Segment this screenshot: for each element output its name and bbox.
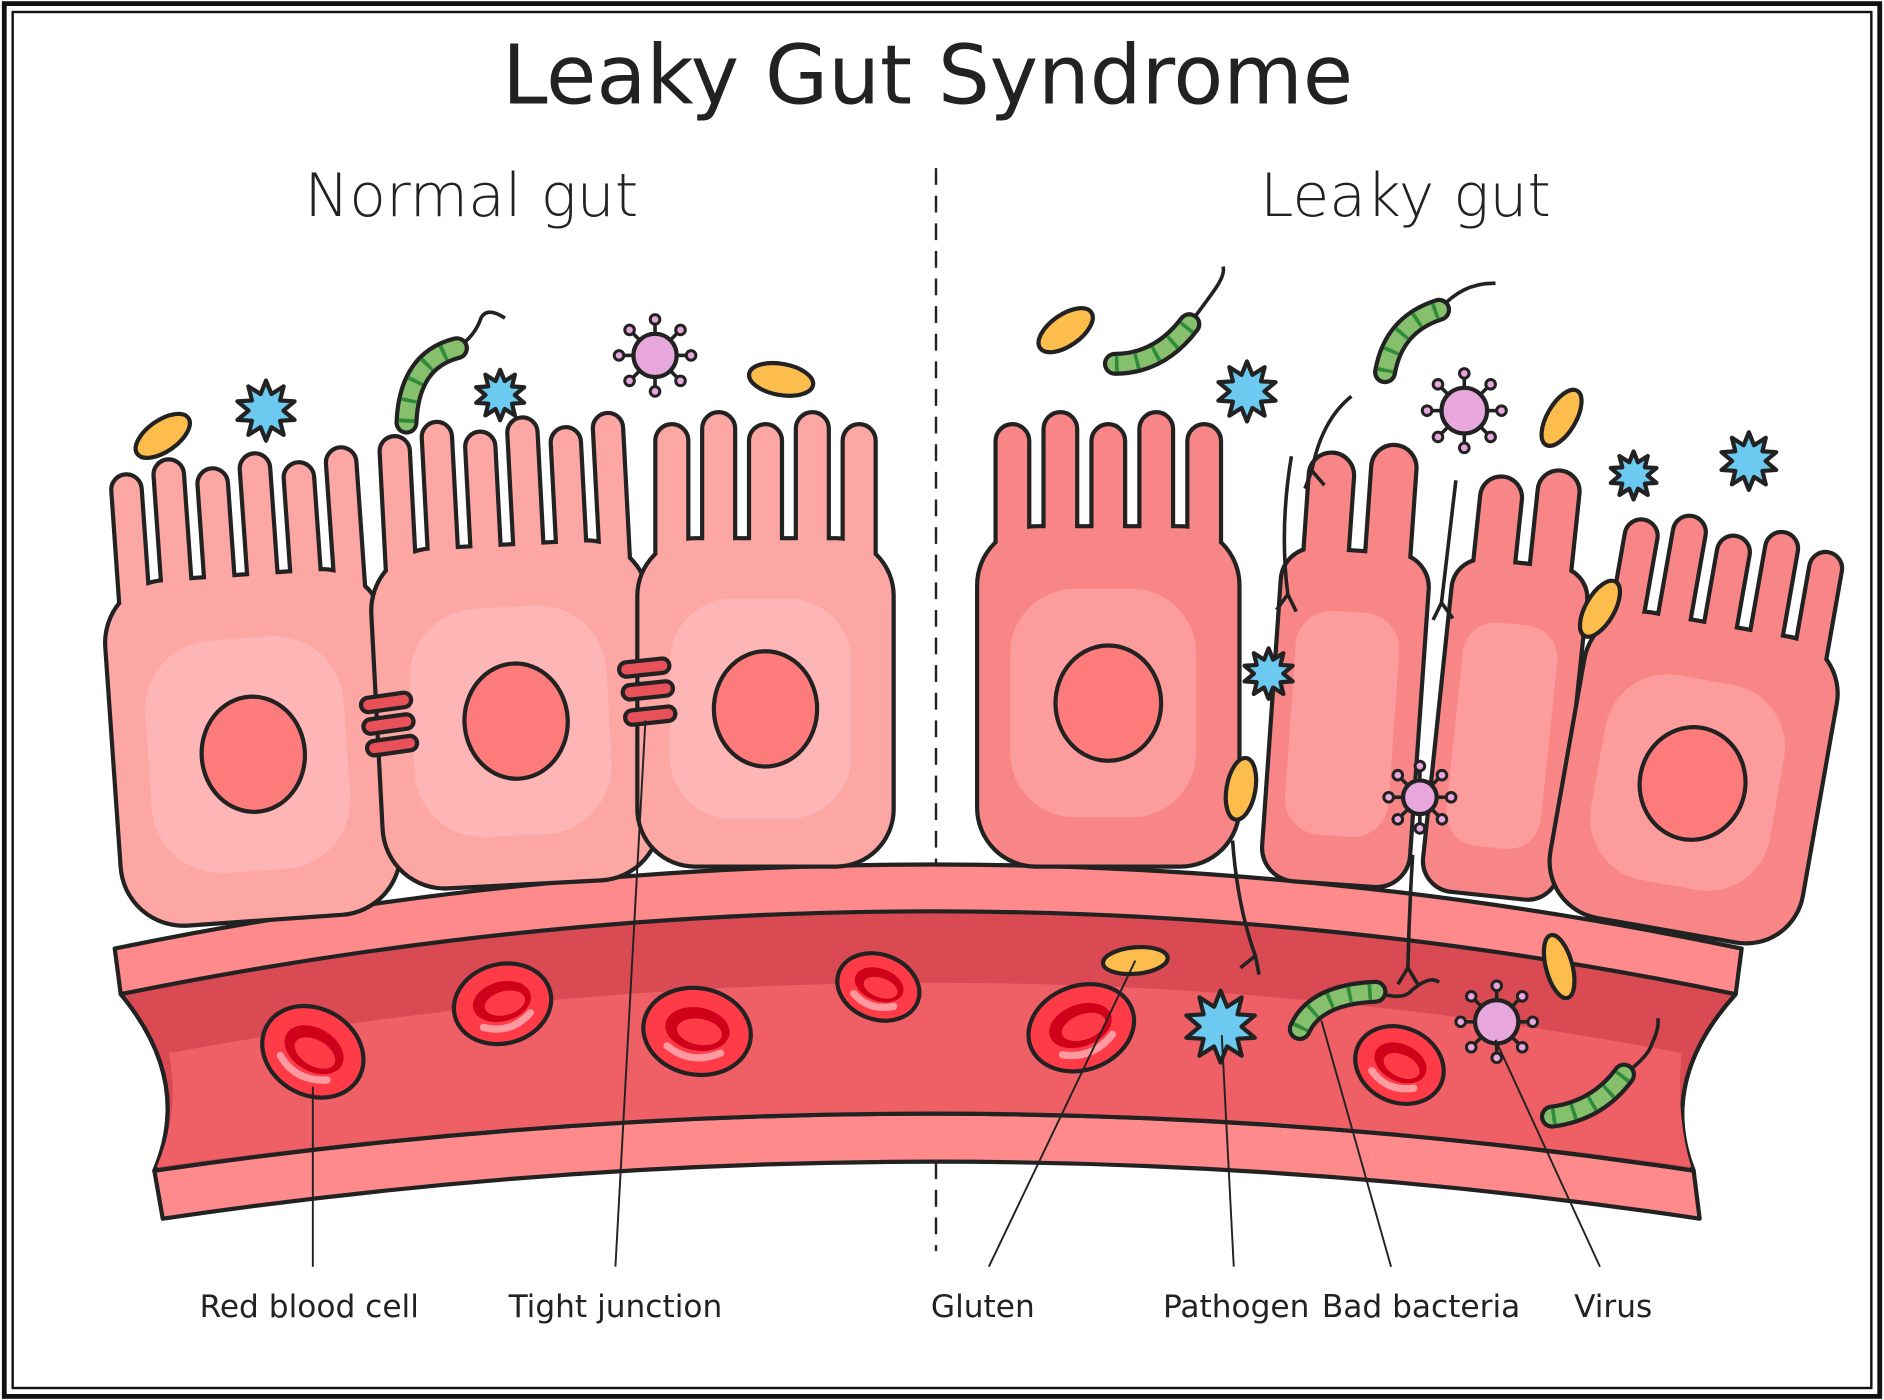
red-blood-cell-icon bbox=[835, 951, 922, 1023]
cell-cytoplasm bbox=[1284, 610, 1400, 837]
bacteria-icon bbox=[1373, 281, 1496, 385]
label-pathogen: Pathogen bbox=[1163, 1289, 1309, 1325]
tight-junction bbox=[358, 690, 414, 715]
pathogen-icon bbox=[1242, 646, 1295, 701]
gluten-icon bbox=[1577, 578, 1623, 639]
red-blood-cell-icon bbox=[451, 961, 554, 1047]
cell-nucleus bbox=[199, 694, 308, 814]
pathogen-icon bbox=[1608, 449, 1659, 502]
label-tight-junction: Tight junction bbox=[508, 1289, 723, 1325]
gluten-icon bbox=[1036, 306, 1095, 355]
leader-line-virus bbox=[1494, 1039, 1601, 1268]
red-blood-cell-icon bbox=[260, 1003, 366, 1100]
normal-cell-1 bbox=[103, 445, 403, 928]
diagram-title: Leaky Gut Syndrome bbox=[502, 28, 1353, 123]
gluten-icon bbox=[133, 411, 192, 460]
section-title-normal-gut: Normal gut bbox=[304, 161, 638, 231]
tight-junction bbox=[620, 679, 676, 702]
cell-nucleus bbox=[711, 649, 820, 769]
epithelial-cells bbox=[103, 410, 1845, 946]
arrow-icon bbox=[1230, 840, 1261, 975]
cell-cytoplasm bbox=[1446, 622, 1558, 850]
leader-lines bbox=[311, 720, 1601, 1268]
virus-icon bbox=[1382, 759, 1458, 835]
tight-junction bbox=[364, 733, 420, 758]
label-red-blood-cell: Red blood cell bbox=[200, 1289, 419, 1325]
arrow-icon bbox=[1275, 455, 1298, 613]
normal-cell-2 bbox=[369, 410, 663, 891]
leader-line-bad-bacteria bbox=[1320, 1020, 1392, 1267]
leaky-cell-1 bbox=[975, 410, 1242, 869]
leader-line-gluten bbox=[987, 960, 1137, 1268]
label-gluten: Gluten bbox=[931, 1289, 1035, 1325]
red-blood-cell-icon bbox=[1026, 982, 1137, 1074]
leaky-cell-3 bbox=[1420, 468, 1590, 902]
bacteria-icon bbox=[1539, 1017, 1660, 1129]
pathogen-icon bbox=[1184, 988, 1257, 1065]
red-blood-cell-icon bbox=[641, 985, 753, 1078]
cell-nucleus bbox=[462, 661, 570, 781]
pathogen-icon bbox=[474, 367, 527, 423]
gluten-icon bbox=[1541, 932, 1577, 1001]
leak-arrows bbox=[1230, 394, 1458, 986]
tight-junction bbox=[361, 712, 416, 736]
arrow-icon bbox=[1396, 854, 1420, 986]
arrow-icon bbox=[1431, 480, 1458, 621]
leaky-cell-4 bbox=[1547, 513, 1845, 946]
particles bbox=[133, 265, 1779, 1129]
arrow-icon bbox=[1303, 394, 1353, 490]
virus-icon bbox=[612, 313, 698, 398]
section-title-leaky-gut: Leaky gut bbox=[1260, 161, 1551, 231]
cell-nucleus bbox=[1637, 725, 1748, 842]
cell-nucleus bbox=[1053, 643, 1164, 763]
pathogen-icon bbox=[235, 378, 297, 443]
virus-icon bbox=[1420, 367, 1508, 455]
tight-junction bbox=[623, 704, 678, 727]
gluten-icon bbox=[1223, 755, 1259, 822]
label-virus: Virus bbox=[1574, 1289, 1652, 1325]
pathogen-icon bbox=[1216, 359, 1278, 424]
gluten-icon bbox=[746, 360, 816, 398]
bacteria-icon bbox=[1287, 978, 1441, 1041]
pathogen-icon bbox=[1719, 430, 1779, 492]
red-blood-cell-icon bbox=[1353, 1024, 1446, 1106]
tight-junction bbox=[617, 656, 672, 679]
vessel-inner-edge bbox=[152, 1111, 1696, 1173]
labels: Red blood cell Tight junction Gluten Pat… bbox=[200, 1289, 1653, 1325]
virus-icon bbox=[1454, 979, 1540, 1065]
label-bad-bacteria: Bad bacteria bbox=[1322, 1289, 1520, 1325]
normal-cell-3 bbox=[635, 410, 896, 869]
leader-line-tight-junction bbox=[614, 720, 647, 1267]
bacteria-icon bbox=[394, 310, 506, 435]
gluten-icon bbox=[1539, 387, 1584, 448]
leader-line-pathogen bbox=[1220, 1034, 1235, 1267]
bacteria-icon bbox=[1102, 265, 1226, 376]
